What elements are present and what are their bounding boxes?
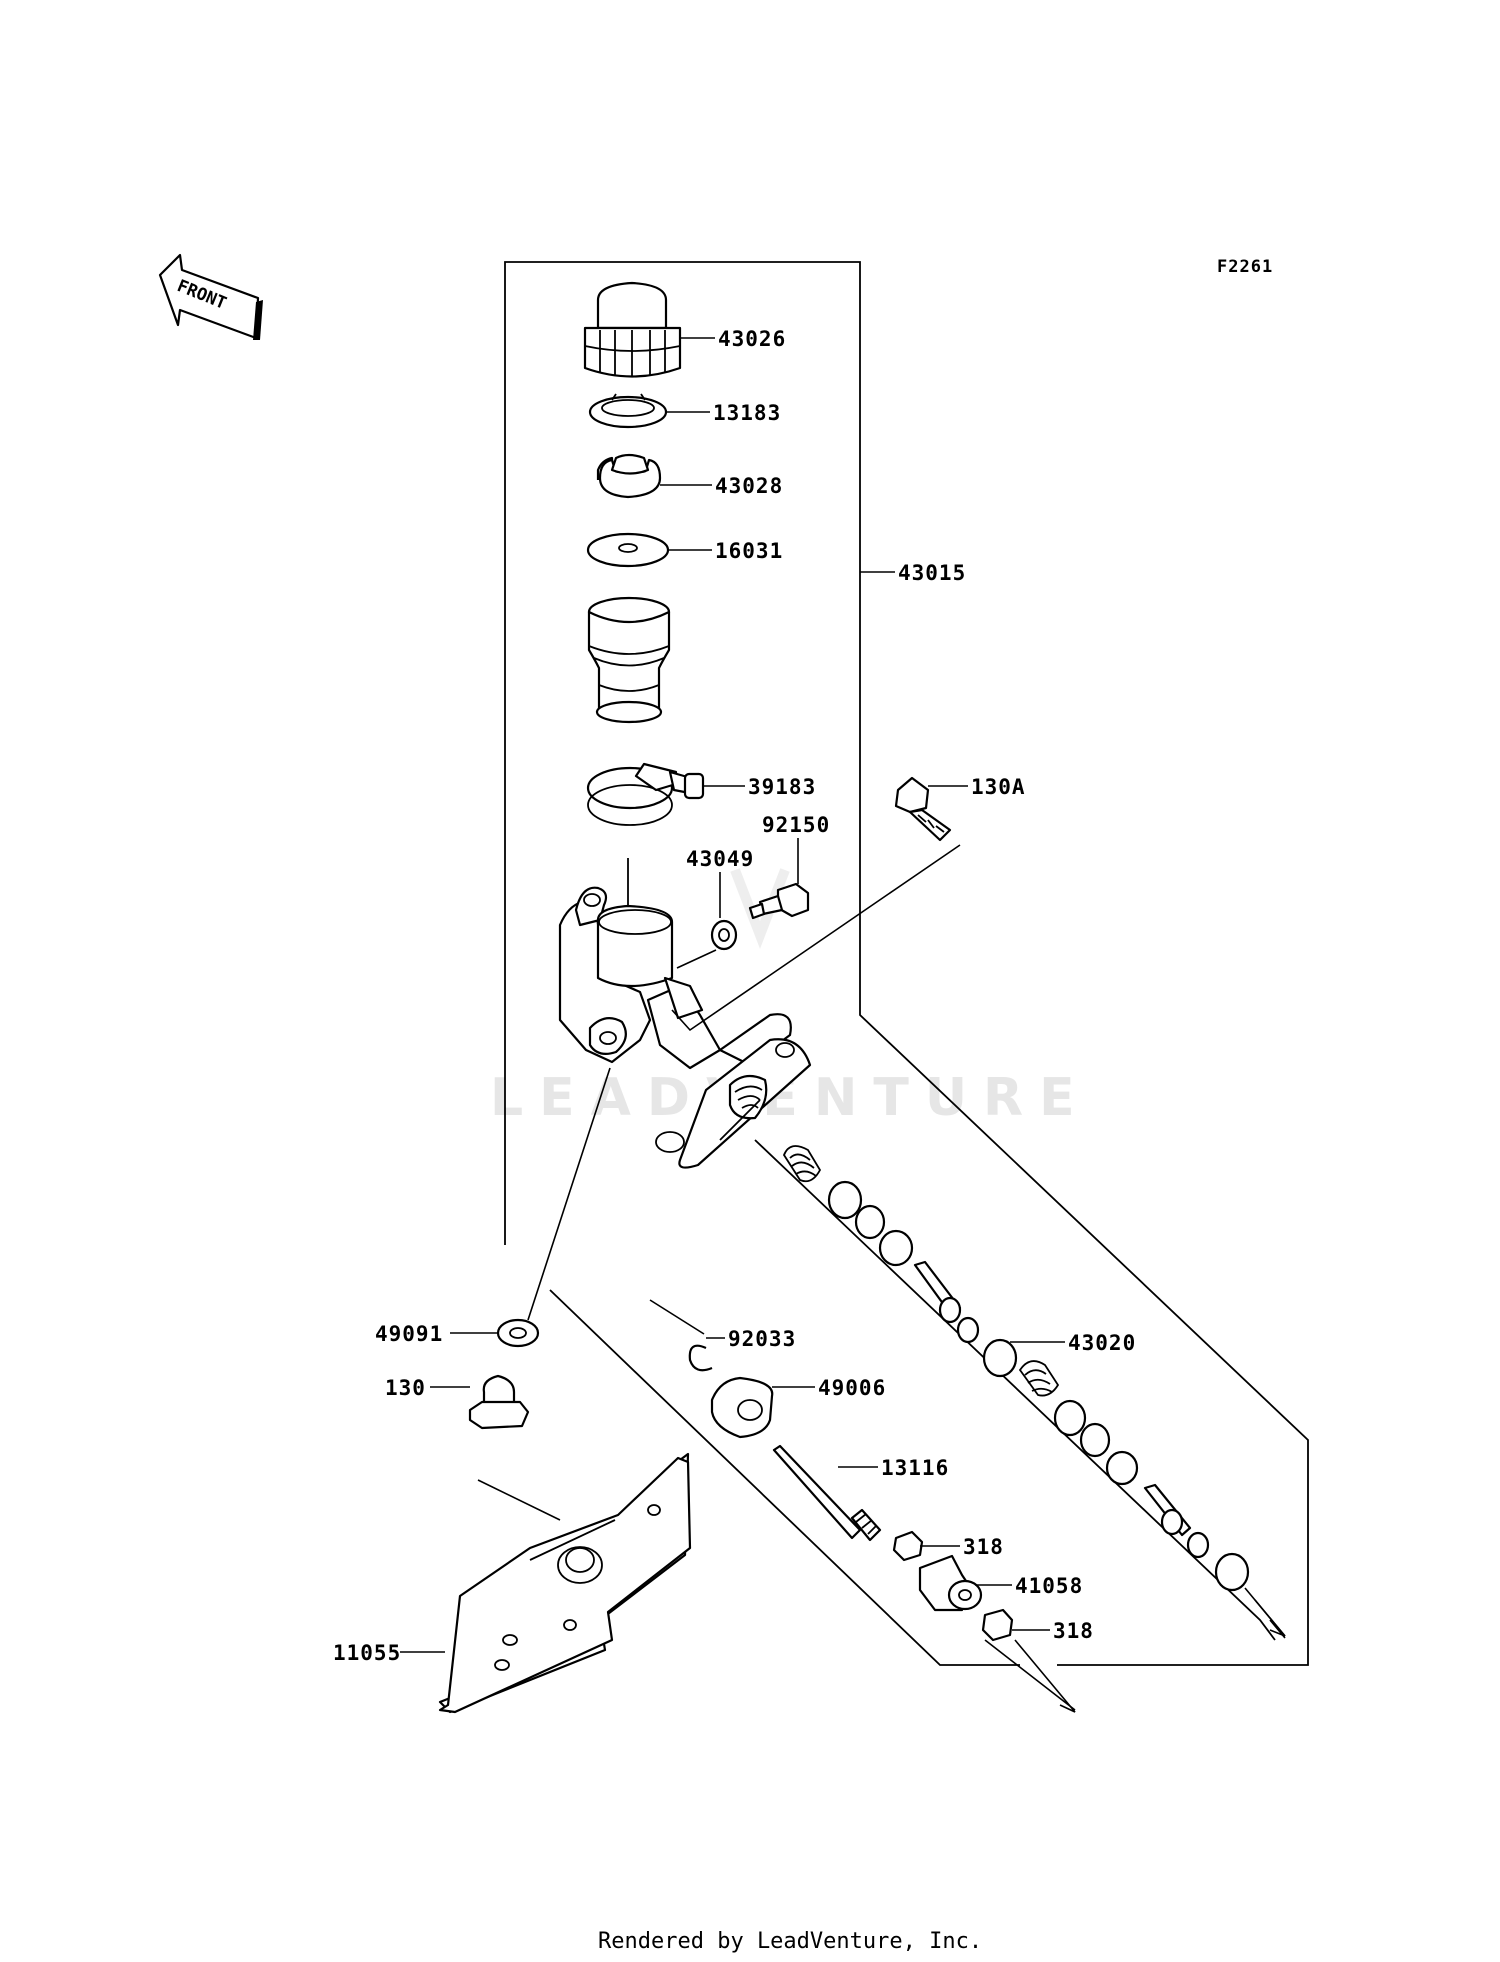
part-43028-diaphragm — [596, 453, 662, 499]
watermark-logo-icon — [730, 868, 790, 949]
callout-13183: 13183 — [713, 401, 781, 425]
callout-318-lower: 318 — [1053, 1619, 1094, 1643]
callout-92150: 92150 — [762, 813, 830, 837]
part-318-nut-upper — [892, 1530, 924, 1562]
part-16031-washer — [586, 532, 670, 568]
part-92150-bleeder — [748, 838, 810, 920]
callout-39183: 39183 — [748, 775, 816, 799]
part-13116-push-rod — [772, 1444, 882, 1542]
part-130-bolt — [468, 1374, 530, 1430]
assembly-box-43015 — [504, 261, 1309, 1666]
part-39183-hose-clamp — [586, 762, 705, 826]
callout-43049: 43049 — [686, 847, 754, 871]
callout-318-upper: 318 — [963, 1535, 1004, 1559]
callout-11055: 11055 — [333, 1641, 401, 1665]
figure-ref: F2261 — [1217, 257, 1273, 277]
callout-49091: 49091 — [375, 1322, 443, 1346]
part-reservoir — [587, 596, 671, 724]
part-43026-reservoir-cap — [583, 281, 682, 378]
callout-130A: 130A — [971, 775, 1026, 799]
footer-credit: Rendered by LeadVenture, Inc. — [598, 1929, 982, 1954]
part-49006-boot — [710, 1376, 774, 1439]
callout-49006: 49006 — [818, 1376, 886, 1400]
front-arrow-icon: FRONT — [158, 253, 263, 340]
leader-lines — [400, 337, 1065, 1653]
part-11055-bracket — [438, 1452, 692, 1714]
part-41058-clevis — [918, 1554, 983, 1612]
assembly-box-43020 — [549, 1289, 1020, 1666]
part-49091-washer — [496, 1318, 540, 1348]
part-130A-bolt — [894, 776, 952, 842]
part-318-nut-lower — [981, 1608, 1014, 1642]
part-master-cylinder — [558, 858, 812, 1169]
callout-92033: 92033 — [728, 1327, 796, 1351]
callout-13116: 13116 — [881, 1456, 949, 1480]
part-92033-snap-ring — [649, 1299, 713, 1372]
callout-43020: 43020 — [1068, 1331, 1136, 1355]
callout-16031: 16031 — [715, 539, 783, 563]
callout-43028: 43028 — [715, 474, 783, 498]
alignment-lines — [527, 844, 1286, 1713]
callout-43026: 43026 — [718, 327, 786, 351]
part-43049-cap — [710, 872, 738, 951]
callout-41058: 41058 — [1015, 1574, 1083, 1598]
part-43020-piston-kit — [782, 1145, 1250, 1592]
callout-43015: 43015 — [898, 561, 966, 585]
part-13183-ring — [588, 393, 668, 429]
callout-130: 130 — [385, 1376, 426, 1400]
